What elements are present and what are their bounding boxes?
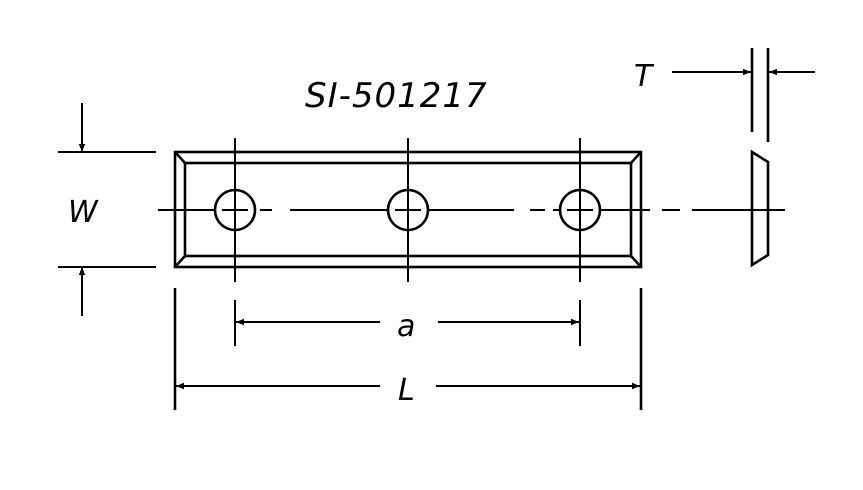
thickness-label: T bbox=[634, 59, 655, 94]
part-number-title: SI-501217 bbox=[305, 76, 488, 116]
mounting-hole-right bbox=[558, 138, 602, 282]
length-label: L bbox=[398, 373, 415, 408]
width-label: W bbox=[68, 195, 99, 230]
width-dimension: W bbox=[58, 103, 156, 316]
mounting-hole-center bbox=[386, 138, 430, 282]
mounting-hole-left bbox=[213, 138, 257, 282]
length-dimension: L bbox=[173, 288, 643, 410]
insert-side-view bbox=[750, 149, 770, 268]
hole-spacing-dimension: a bbox=[234, 300, 581, 346]
thickness-dimension: T bbox=[634, 48, 815, 142]
hole-spacing-label: a bbox=[397, 309, 415, 344]
